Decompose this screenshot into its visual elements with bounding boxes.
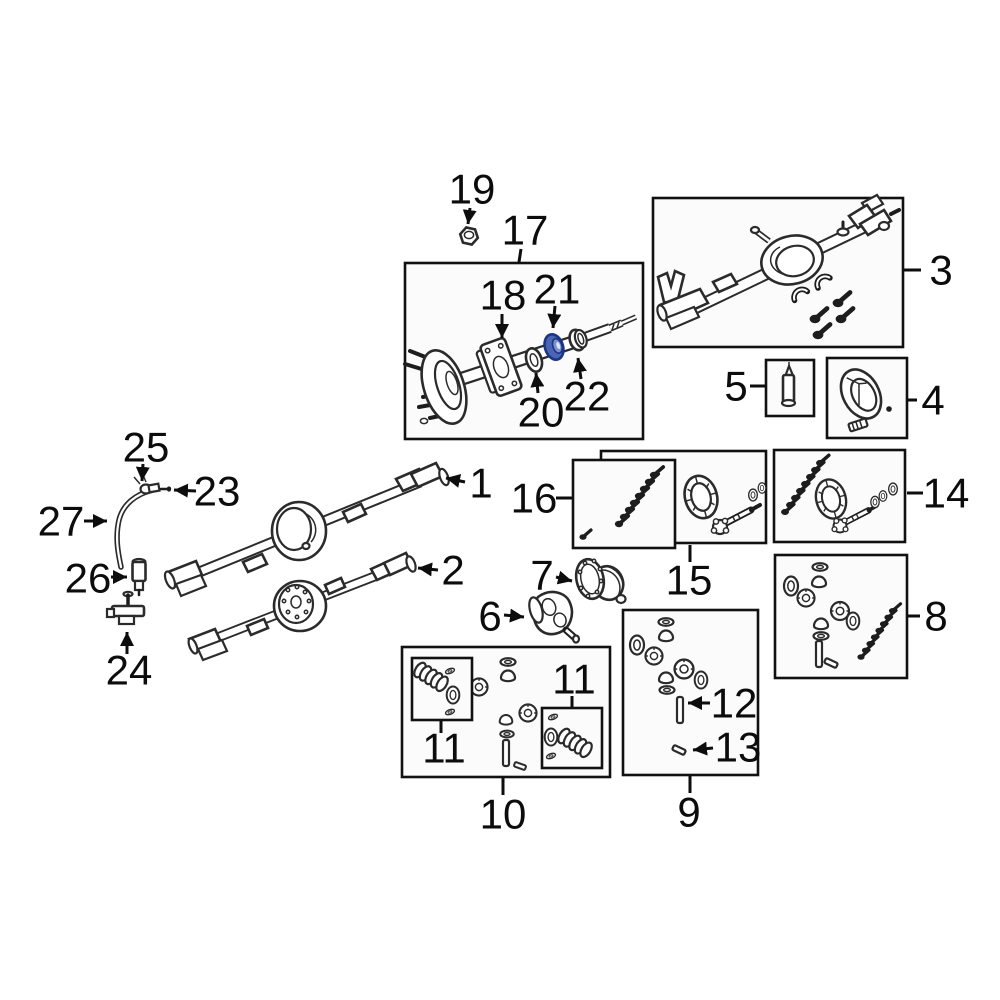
callout-4-label: 4 (921, 377, 944, 424)
highlighted-bearing-retainer-21 (543, 333, 565, 361)
part-box-8-group (773, 553, 909, 680)
callout-9-label: 9 (677, 789, 700, 836)
callout-6-leader (503, 608, 525, 623)
part-box-9-group (621, 608, 760, 777)
axle-housing-1-drawing (163, 461, 450, 598)
axle-retainer-plate-18 (479, 337, 523, 397)
axle-housing-2-drawing (187, 551, 417, 662)
callout-24-label: 24 (106, 647, 153, 694)
callout-7-leader (555, 570, 573, 585)
callout-12-label: 12 (711, 680, 758, 727)
differential-case-6-drawing (528, 590, 581, 644)
callout-11a-label: 11 (422, 725, 466, 772)
callout-11b-label: 11 (552, 656, 596, 703)
part-box-3-group (651, 193, 905, 349)
callout-16-label: 16 (511, 475, 558, 522)
callout-2-leader (417, 562, 439, 577)
callout-6-label: 6 (478, 593, 501, 640)
axle-nut-19-drawing (458, 226, 480, 246)
differential-cover-drawing (839, 368, 892, 433)
callout-10-label: 10 (480, 791, 527, 838)
callout-18-label: 18 (480, 272, 527, 319)
callout-13-label: 13 (715, 724, 762, 771)
bracket-24-drawing (105, 590, 146, 626)
callout-leaders (84, 207, 923, 795)
callout-1-label: 1 (469, 460, 492, 507)
hub-o-ring (419, 417, 429, 425)
axle-shaft-assembly-drawing (403, 314, 638, 425)
sealant-tube-drawing (780, 362, 797, 408)
callout-21-leader (547, 305, 562, 329)
callout-19-label: 19 (449, 166, 496, 213)
part-box-14-group (772, 448, 907, 544)
callout-25-label: 25 (123, 424, 170, 471)
callout-23-leader (173, 483, 197, 498)
callout-17-label: 17 (502, 207, 549, 254)
callout-7-label: 7 (530, 552, 553, 599)
part-box-16-group (571, 458, 677, 550)
callout-20-label: 20 (518, 389, 565, 436)
callout-23-label: 23 (194, 468, 241, 515)
callout-22-label: 22 (564, 373, 611, 420)
axle-housing-drawing-3 (656, 193, 901, 339)
callout-19-leader (462, 207, 477, 225)
callout-26-label: 26 (65, 555, 112, 602)
callout-3-label: 3 (929, 247, 952, 294)
callout-5-label: 5 (724, 363, 747, 410)
callout-13-leader (692, 741, 714, 756)
sensor-26-drawing (131, 557, 147, 597)
callout-15-label: 15 (666, 557, 713, 604)
callout-14-label: 14 (923, 470, 970, 517)
callout-labels: 1 2 3 4 5 6 7 8 9 10 11 11 12 13 14 15 1… (38, 166, 970, 838)
cross-shaft-pin-12 (675, 695, 685, 725)
callout-2-label: 2 (441, 547, 464, 594)
vent-hose-drawing (114, 474, 172, 570)
axle-bearing-20 (524, 347, 544, 373)
part-box-4-group (825, 356, 909, 440)
callout-27-label: 27 (38, 498, 85, 545)
callout-1-leader (445, 474, 466, 488)
callout-17-leader (517, 248, 523, 263)
part-box-9 (621, 608, 760, 777)
callout-20-leader (530, 372, 545, 394)
callout-25-leader (135, 463, 150, 482)
differential-case-7-drawing (574, 557, 627, 605)
vent-screw-23 (166, 486, 172, 492)
callout-22-leader (573, 357, 587, 380)
callout-8-label: 8 (924, 593, 947, 640)
callout-21-label: 21 (534, 266, 581, 313)
axle-collar-22 (568, 328, 588, 352)
part-box-10-group (400, 645, 612, 779)
part-box-5-group (764, 358, 816, 418)
part-box-17-group (403, 261, 645, 441)
